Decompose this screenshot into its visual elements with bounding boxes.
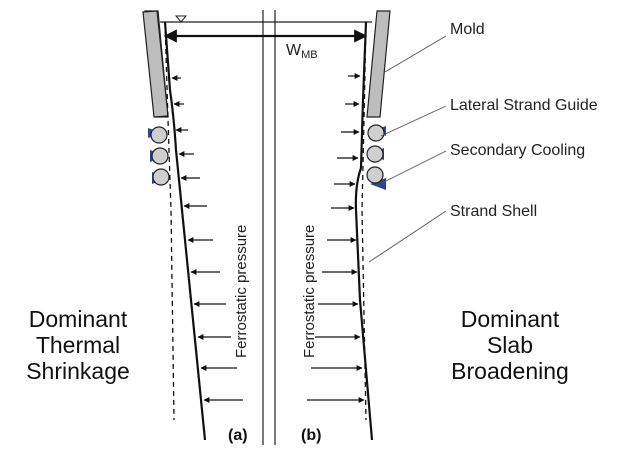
pressure-label-left: Ferrostatic pressure bbox=[233, 225, 250, 358]
meniscus-icon bbox=[174, 15, 188, 23]
pressure-arrows-right bbox=[307, 73, 365, 403]
rolls-right bbox=[366, 124, 385, 184]
heading-right-line3: Broadening bbox=[451, 358, 569, 384]
width-label: WMB bbox=[286, 42, 318, 61]
panel-a-label: (a) bbox=[228, 427, 248, 444]
pressure-arrows-left bbox=[171, 75, 243, 403]
label-strand-shell: Strand Shell bbox=[450, 203, 537, 220]
label-lateral-guide: Lateral Strand Guide bbox=[450, 97, 598, 114]
heading-right-line2: Slab bbox=[487, 332, 533, 358]
heading-left-line3: Shrinkage bbox=[26, 358, 130, 384]
panel-b: Ferrostatic pressure bbox=[301, 10, 391, 441]
heading-left-line1: Dominant bbox=[29, 306, 128, 332]
shell-right bbox=[354, 21, 374, 441]
heading-right: Dominant Slab Broadening bbox=[451, 306, 569, 384]
label-mold: Mold bbox=[450, 21, 485, 38]
shell-right-dashed bbox=[361, 21, 367, 421]
center-lines bbox=[262, 10, 276, 445]
callout-leaders bbox=[368, 35, 447, 263]
shell-left-dashed bbox=[164, 21, 175, 421]
mold-right bbox=[366, 10, 391, 118]
rolls-left bbox=[150, 126, 170, 186]
heading-right-line1: Dominant bbox=[461, 306, 560, 332]
label-secondary-cooling: Secondary Cooling bbox=[450, 142, 585, 159]
panel-a: Ferrostatic pressure bbox=[142, 10, 250, 441]
shell-left bbox=[163, 21, 207, 441]
pressure-label-right: Ferrostatic pressure bbox=[301, 225, 318, 358]
panel-b-label: (b) bbox=[301, 427, 321, 444]
heading-left: Dominant Thermal Shrinkage bbox=[26, 306, 130, 384]
heading-left-line2: Thermal bbox=[36, 332, 120, 358]
